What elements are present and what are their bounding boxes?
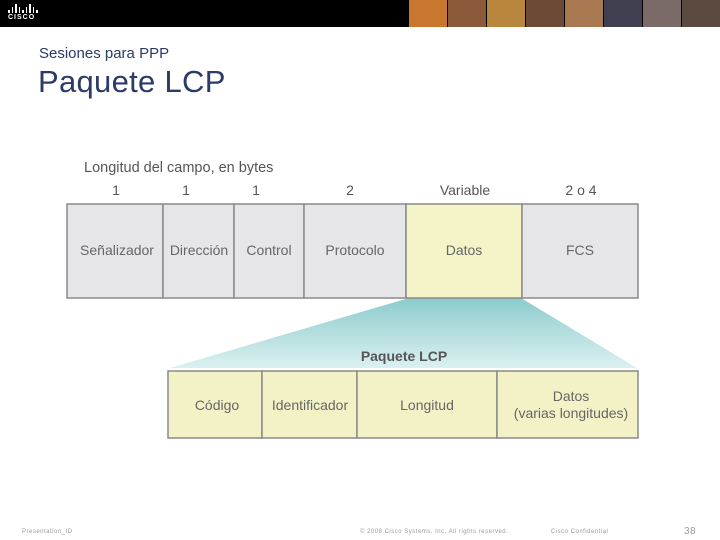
footer-presentation-id: Presentation_ID <box>22 529 73 535</box>
size-fcs: 2 o 4 <box>565 182 596 198</box>
field-control: Control <box>246 242 291 258</box>
field-datos: Datos <box>446 242 483 258</box>
lcp-field-longitud: Longitud <box>400 397 454 413</box>
footer-confidential: Cisco Confidential <box>551 529 609 535</box>
field-box-direccion <box>162 203 235 299</box>
length-heading: Longitud del campo, en bytes <box>84 160 273 176</box>
lcp-packet <box>167 370 639 439</box>
expansion-funnel <box>170 298 637 368</box>
slide-subtitle: Sesiones para PPP <box>39 45 170 62</box>
footer-copyright: © 2008 Cisco Systems, Inc. All rights re… <box>360 529 509 535</box>
footer-page-number: 38 <box>684 526 697 537</box>
field-direccion: Dirección <box>170 242 228 258</box>
cisco-logo: CISCO <box>8 4 44 24</box>
field-box-fcs <box>521 203 639 299</box>
field-box-control <box>233 203 305 299</box>
lcp-box-codigo <box>167 370 263 439</box>
lcp-packet-label: Paquete LCP <box>361 348 447 364</box>
size-control: 1 <box>252 182 260 198</box>
lcp-field-datos-line1: Datos <box>553 388 590 404</box>
field-box-senalizador <box>66 203 164 299</box>
ppp-frame <box>66 203 639 299</box>
field-protocolo: Protocolo <box>325 242 384 258</box>
size-protocolo: 2 <box>346 182 354 198</box>
field-senalizador: Señalizador <box>80 242 154 258</box>
lcp-field-identificador: Identificador <box>272 397 349 413</box>
slide-title: Paquete LCP <box>38 64 226 99</box>
header-bar: CISCO <box>0 0 720 27</box>
header-photo-strip <box>408 0 720 27</box>
lcp-field-codigo: Código <box>195 397 240 413</box>
size-direccion: 1 <box>182 182 190 198</box>
field-box-datos <box>405 203 523 299</box>
size-senalizador: 1 <box>112 182 120 198</box>
lcp-box-datos <box>496 370 639 439</box>
field-box-protocolo <box>303 203 407 299</box>
field-fcs: FCS <box>566 242 594 258</box>
size-datos: Variable <box>440 182 491 198</box>
lcp-field-datos-line2: (varias longitudes) <box>514 405 628 421</box>
